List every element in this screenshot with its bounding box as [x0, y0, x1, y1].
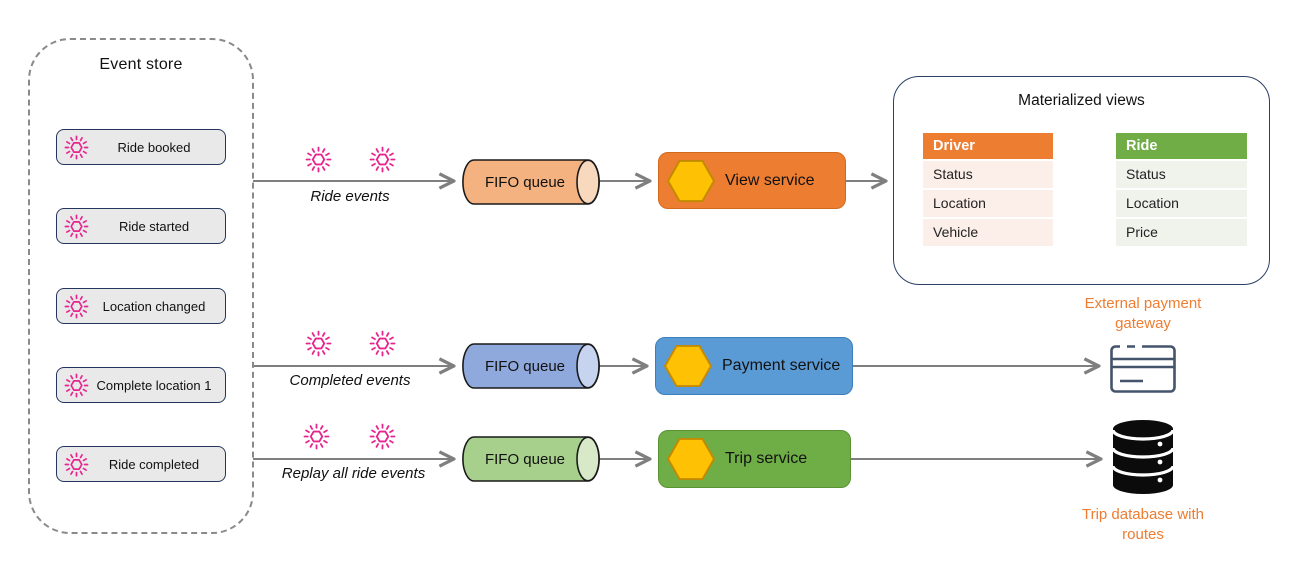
cylinder-queue-icon — [462, 436, 600, 482]
fifo-queue-ride-events[interactable]: FIFO queue — [461, 158, 601, 206]
event-box-complete-location-1[interactable]: Complete location 1 — [56, 367, 226, 403]
stream-label-ride-events: Ride events — [310, 188, 390, 205]
fifo-queue-completed-events[interactable]: FIFO queue — [461, 342, 601, 390]
stream-label-completed-events: Completed events — [289, 372, 411, 389]
materialized-views-panel: Materialized views Driver Status Locatio… — [893, 76, 1270, 285]
event-store-container: Event store Ride booked Ride started Loc… — [28, 38, 254, 534]
driver-table: Driver Status Location Vehicle — [923, 133, 1053, 246]
service-label: Trip service — [725, 450, 808, 467]
sunburst-event-icon — [64, 373, 89, 397]
cylinder-queue-icon — [462, 343, 600, 389]
trip-database-label: Trip database with routes — [1081, 506, 1204, 544]
sunburst-event-icon — [303, 423, 330, 450]
hexagon-service-icon — [667, 437, 715, 481]
materialized-views-title: Materialized views — [1018, 92, 1145, 109]
sunburst-event-icon — [64, 452, 89, 476]
table-row: Location — [1116, 190, 1247, 217]
event-box-ride-completed[interactable]: Ride completed — [56, 446, 226, 482]
event-box-ride-booked[interactable]: Ride booked — [56, 129, 226, 165]
event-box-ride-started[interactable]: Ride started — [56, 208, 226, 244]
ride-table-header: Ride — [1116, 133, 1247, 159]
sunburst-event-icon — [369, 330, 396, 357]
hexagon-service-icon — [667, 159, 715, 202]
sunburst-event-icon — [64, 214, 89, 238]
queue-label: FIFO queue — [484, 357, 566, 375]
table-row: Location — [923, 190, 1053, 217]
event-store-title: Event store — [99, 56, 183, 73]
sunburst-event-icon — [64, 135, 89, 159]
sunburst-event-icon — [305, 146, 332, 173]
ride-table: Ride Status Location Price — [1116, 133, 1247, 246]
sunburst-event-icon — [369, 146, 396, 173]
event-label: Location changed — [102, 298, 206, 314]
event-label: Ride started — [118, 218, 190, 234]
driver-table-header: Driver — [923, 133, 1053, 159]
sunburst-event-icon — [64, 294, 89, 318]
service-label: View service — [725, 171, 815, 189]
hexagon-service-icon — [664, 344, 712, 388]
external-payment-gateway-label: External payment gateway — [1084, 295, 1202, 333]
event-label: Complete location 1 — [96, 377, 212, 393]
stream-label-replay-events: Replay all ride events — [281, 465, 426, 482]
event-box-location-changed[interactable]: Location changed — [56, 288, 226, 324]
credit-card-icon — [1110, 345, 1176, 393]
queue-label: FIFO queue — [484, 450, 566, 468]
table-row: Status — [1116, 161, 1247, 188]
sunburst-event-icon — [305, 330, 332, 357]
view-service-box[interactable]: View service — [658, 152, 846, 209]
database-icon — [1112, 420, 1174, 494]
cylinder-queue-icon — [462, 159, 600, 205]
event-label: Ride completed — [108, 456, 200, 472]
sunburst-event-icon — [369, 423, 396, 450]
payment-service-box[interactable]: Payment service — [655, 337, 853, 395]
fifo-queue-replay-events[interactable]: FIFO queue — [461, 435, 601, 483]
table-row: Status — [923, 161, 1053, 188]
service-label: Payment service — [722, 357, 841, 374]
event-label: Ride booked — [117, 139, 191, 155]
queue-label: FIFO queue — [484, 173, 566, 191]
table-row: Vehicle — [923, 219, 1053, 246]
table-row: Price — [1116, 219, 1247, 246]
trip-service-box[interactable]: Trip service — [658, 430, 851, 488]
